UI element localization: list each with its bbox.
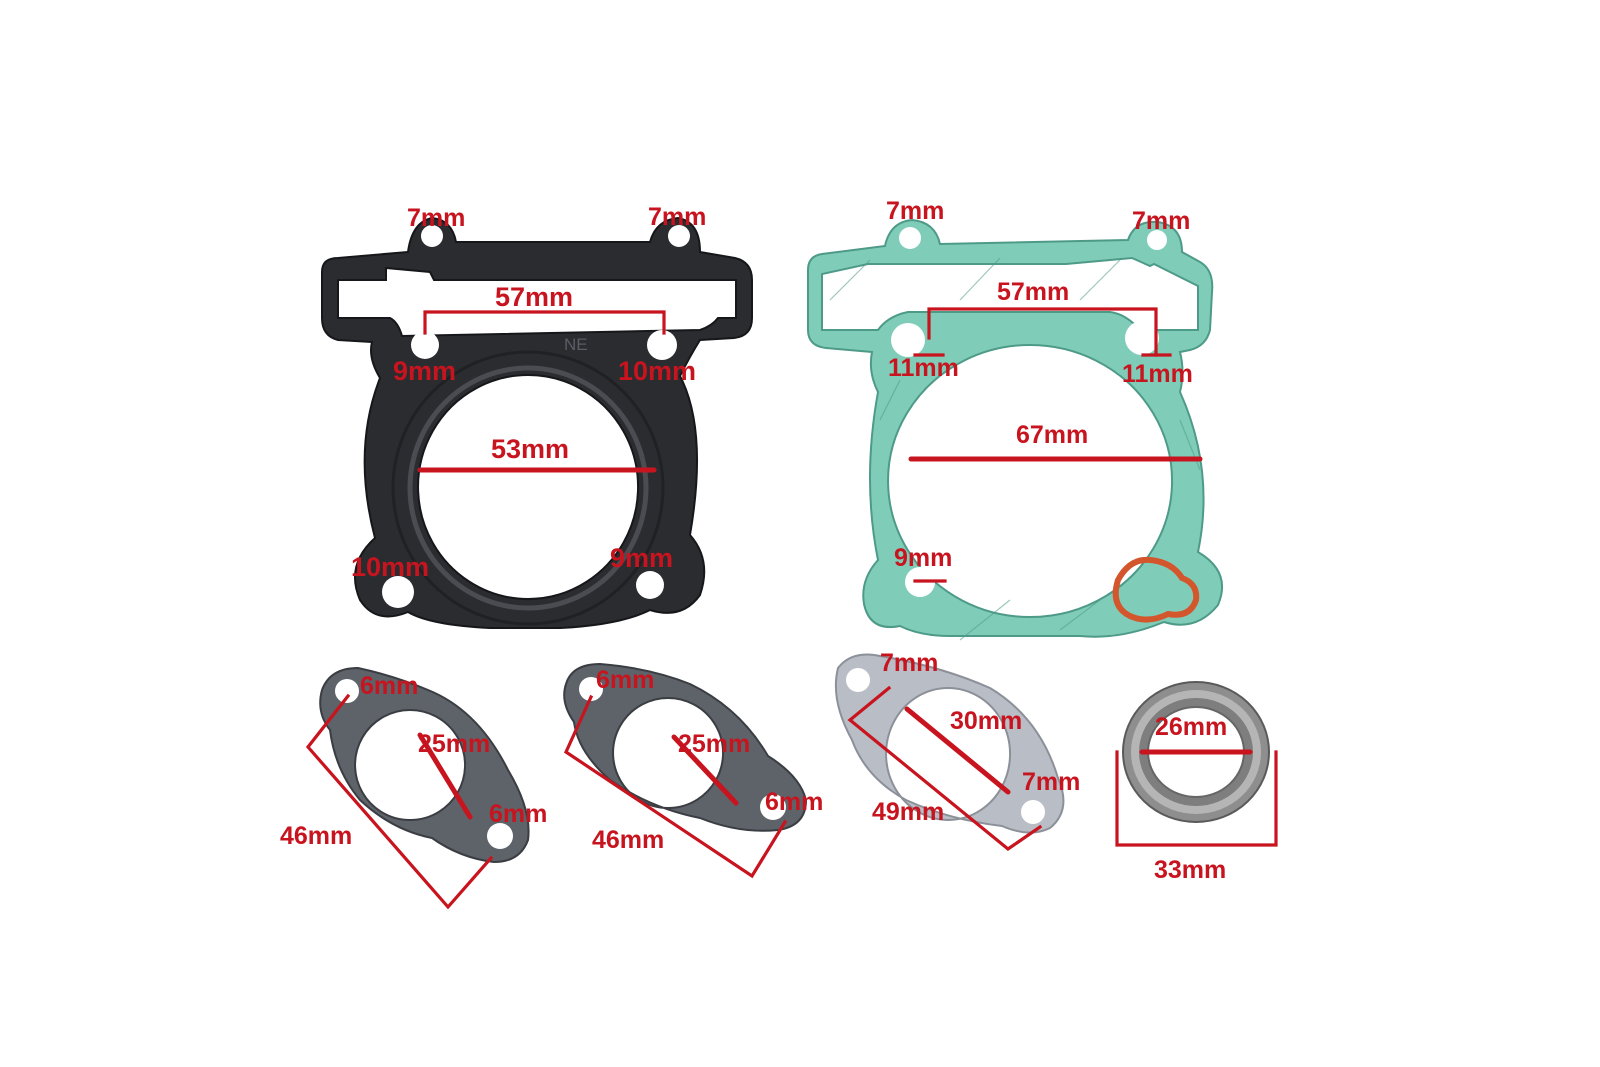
base-label-hole-top-left: 7mm (886, 197, 944, 225)
intake-1-label-hole-bottom: 6mm (489, 800, 547, 828)
head-label-hole-top-left: 7mm (407, 204, 465, 232)
base-gasket (807, 218, 1223, 641)
base-stud-right (1125, 321, 1159, 355)
base-gasket-oil-passage (1112, 556, 1200, 623)
head-label-stud-right: 10mm (618, 356, 696, 386)
intake-1-hole-top (335, 679, 359, 703)
intake-1-label-bore: 25mm (418, 730, 490, 758)
base-hole-top-left (899, 227, 921, 249)
exhaust-flange-label-hole-top: 7mm (880, 649, 938, 677)
head-hole-top-left (421, 225, 443, 247)
head-stud-right (647, 330, 677, 360)
head-gasket-fire-ring (407, 365, 649, 611)
base-stud-left (891, 323, 925, 357)
exhaust-flange-hole-bottom (1021, 800, 1045, 824)
intake-gasket-2 (563, 662, 808, 832)
head-stud-left (411, 331, 439, 359)
exhaust-ring-label-inner: 26mm (1155, 713, 1227, 741)
head-gasket-body (321, 216, 753, 629)
head-hole-top-right (668, 225, 690, 247)
base-label-stud-right: 11mm (1122, 360, 1193, 388)
intake-1-hole-bottom (487, 823, 513, 849)
head-label-hole-bottom-left: 10mm (351, 552, 429, 582)
intake-gasket-1 (319, 666, 530, 864)
intake-2-hole-bottom (760, 794, 786, 820)
head-gasket-marking: NE (564, 335, 588, 354)
base-label-stud-span: 57mm (997, 278, 1069, 306)
base-label-stud-left: 11mm (888, 354, 959, 382)
intake-1-label-length: 46mm (280, 822, 352, 850)
head-label-hole-top-right: 7mm (648, 203, 706, 231)
intake-2-label-hole-top: 6mm (596, 666, 654, 694)
exhaust-ring-label-outer: 33mm (1154, 856, 1226, 884)
base-label-hole-bottom-left: 9mm (894, 544, 952, 572)
head-hole-bottom-left (382, 576, 414, 608)
intake-2-label-hole-bottom: 6mm (765, 788, 823, 816)
dimension-lines (305, 307, 1278, 910)
intake-2-hole-top (579, 677, 603, 701)
exhaust-flange-label-length: 49mm (872, 798, 944, 826)
head-label-hole-bottom-right: 9mm (610, 543, 673, 573)
dimension-labels: 7mm 7mm 57mm 9mm 10mm 53mm 10mm 9mm 7mm … (280, 197, 1227, 884)
head-gasket: NE (321, 216, 753, 629)
exhaust-flange-label-bore: 30mm (950, 707, 1022, 735)
base-label-hole-top-right: 7mm (1132, 207, 1190, 235)
intake-gasket-1-body (319, 666, 530, 864)
base-hole-top-right (1147, 230, 1167, 250)
intake-2-label-bore: 25mm (678, 730, 750, 758)
exhaust-flange-hole-top (846, 668, 870, 692)
head-hole-bottom-right (636, 571, 664, 599)
head-label-bore: 53mm (491, 434, 569, 464)
intake-gasket-2-body (563, 662, 808, 832)
base-label-bore: 67mm (1016, 421, 1088, 449)
head-label-stud-left: 9mm (393, 356, 456, 386)
intake-2-label-length: 46mm (592, 826, 664, 854)
exhaust-flange-label-hole-bottom: 7mm (1022, 768, 1080, 796)
intake-1-label-hole-top: 6mm (360, 672, 418, 700)
head-label-stud-span: 57mm (495, 282, 573, 312)
